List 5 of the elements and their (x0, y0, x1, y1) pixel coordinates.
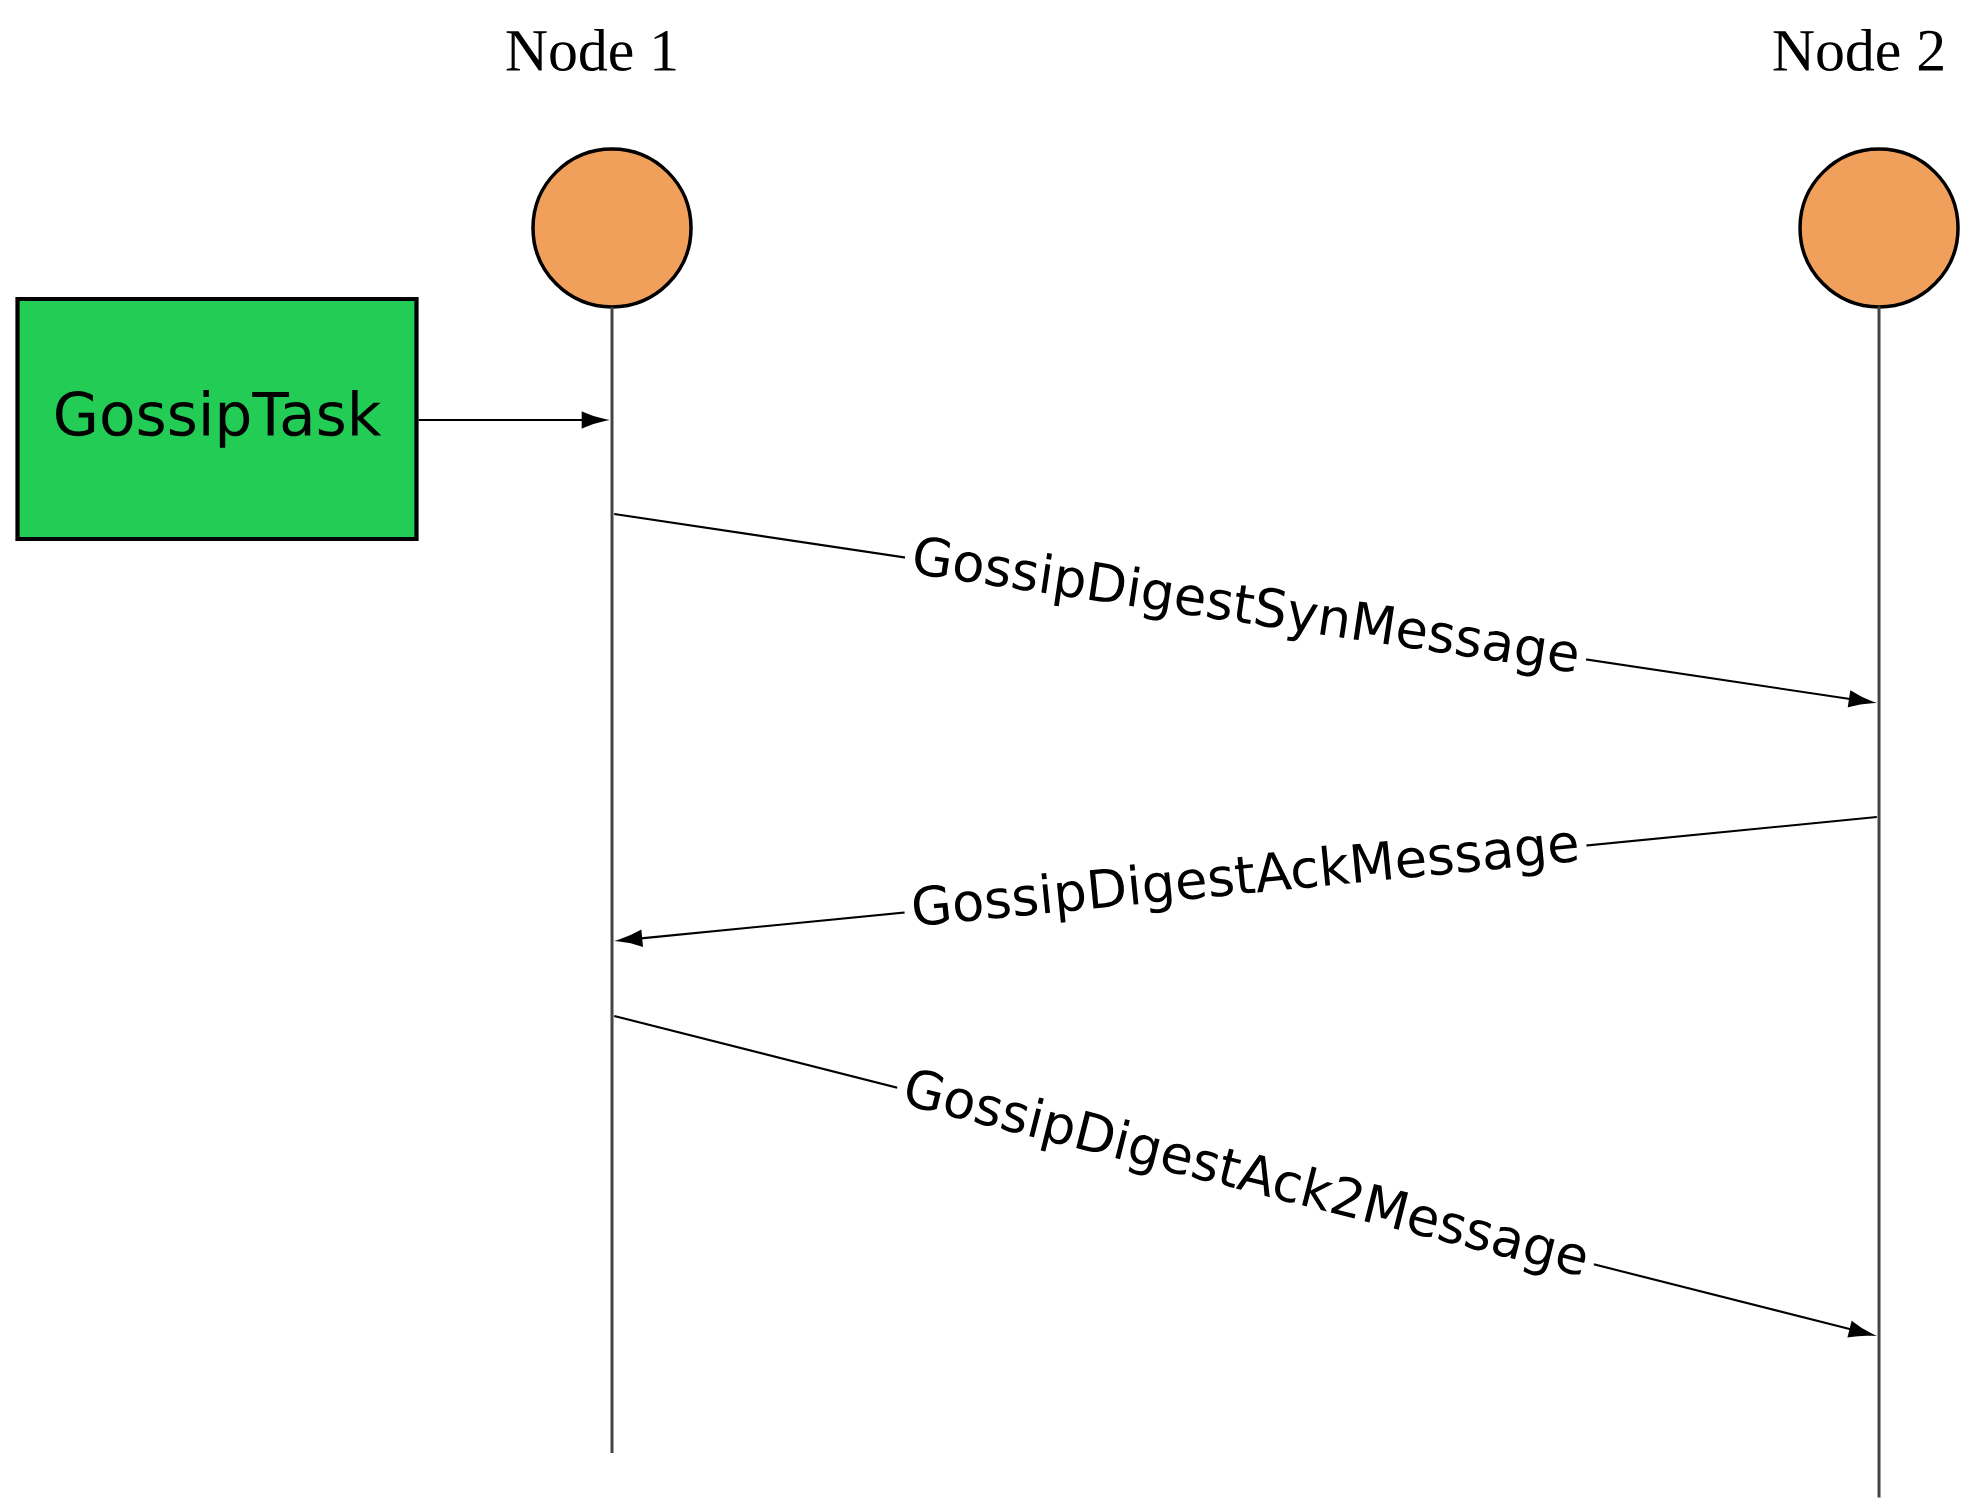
participant-label: Node 1 (506, 28, 676, 72)
lifeline (610, 307, 614, 1453)
participant-label: Node 2 (1773, 28, 1943, 72)
lifeline (1877, 306, 1881, 1498)
task-box: GossipTask (15, 296, 419, 542)
